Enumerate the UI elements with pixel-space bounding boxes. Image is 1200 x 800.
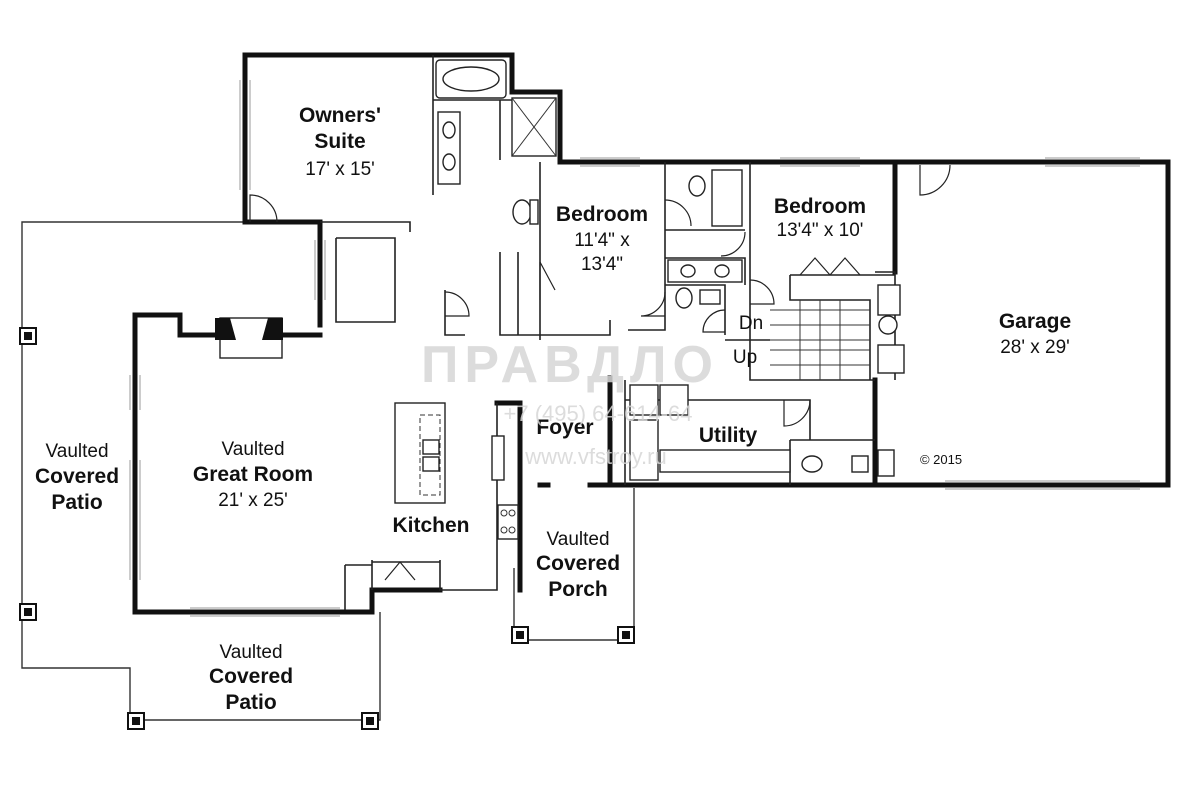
post-bottom-right xyxy=(361,712,379,730)
watermark-url: www.vfstroy.ru xyxy=(524,444,666,469)
bedroom-1-dims-1: 11'4" x xyxy=(574,230,630,251)
garage-dims: 28' x 29' xyxy=(1000,337,1070,358)
patio-outlines xyxy=(21,221,635,721)
windows xyxy=(129,80,1140,617)
bedroom-2-dims: 13'4" x 10' xyxy=(777,220,864,241)
owners-suite-label-2: Suite xyxy=(314,130,365,153)
great-room-label-1: Vaulted xyxy=(221,439,284,460)
post-porch-right xyxy=(617,626,635,644)
owners-suite-label-1: Owners' xyxy=(299,104,381,127)
owners-suite-dims: 17' x 15' xyxy=(305,159,375,180)
patio-bottom-label-3: Patio xyxy=(225,691,276,714)
post-left-lower xyxy=(19,603,37,621)
patio-left-label-1: Vaulted xyxy=(45,441,108,462)
great-room-label-2: Great Room xyxy=(193,463,313,486)
patio-posts xyxy=(19,327,635,730)
post-porch-left xyxy=(511,626,529,644)
post-left-upper xyxy=(19,327,37,345)
door-swings xyxy=(249,164,951,581)
bedroom-1-label: Bedroom xyxy=(556,203,648,226)
watermark: ПРАВДЛО +7 (495) 64-614-64 www.vfstroy.r… xyxy=(421,336,719,469)
watermark-phone: +7 (495) 64-614-64 xyxy=(504,401,693,426)
foyer-label: Foyer xyxy=(536,416,593,439)
watermark-brand: ПРАВДЛО xyxy=(421,336,719,394)
utility-label: Utility xyxy=(699,424,758,447)
patio-bottom-label-1: Vaulted xyxy=(219,642,282,663)
stairs-down-label: Dn xyxy=(739,313,763,334)
garage-label: Garage xyxy=(999,310,1071,333)
copyright-text: © 2015 xyxy=(920,452,962,467)
exterior-walls xyxy=(132,52,1171,615)
room-labels: Owners' Suite 17' x 15' Bedroom 11'4" x … xyxy=(35,104,1071,714)
bedroom-2-label: Bedroom xyxy=(774,195,866,218)
fixtures xyxy=(215,59,905,540)
porch-label-2: Covered xyxy=(536,552,620,575)
post-bottom-left xyxy=(127,712,145,730)
kitchen-label: Kitchen xyxy=(392,514,469,537)
great-room-dims: 21' x 25' xyxy=(218,490,288,511)
patio-left-label-2: Covered xyxy=(35,465,119,488)
stairs-up-label: Up xyxy=(733,347,757,368)
patio-left-label-3: Patio xyxy=(51,491,102,514)
porch-label-3: Porch xyxy=(548,578,608,601)
patio-bottom-label-2: Covered xyxy=(209,665,293,688)
porch-label-1: Vaulted xyxy=(546,529,609,550)
bedroom-1-dims-2: 13'4" xyxy=(581,254,623,275)
